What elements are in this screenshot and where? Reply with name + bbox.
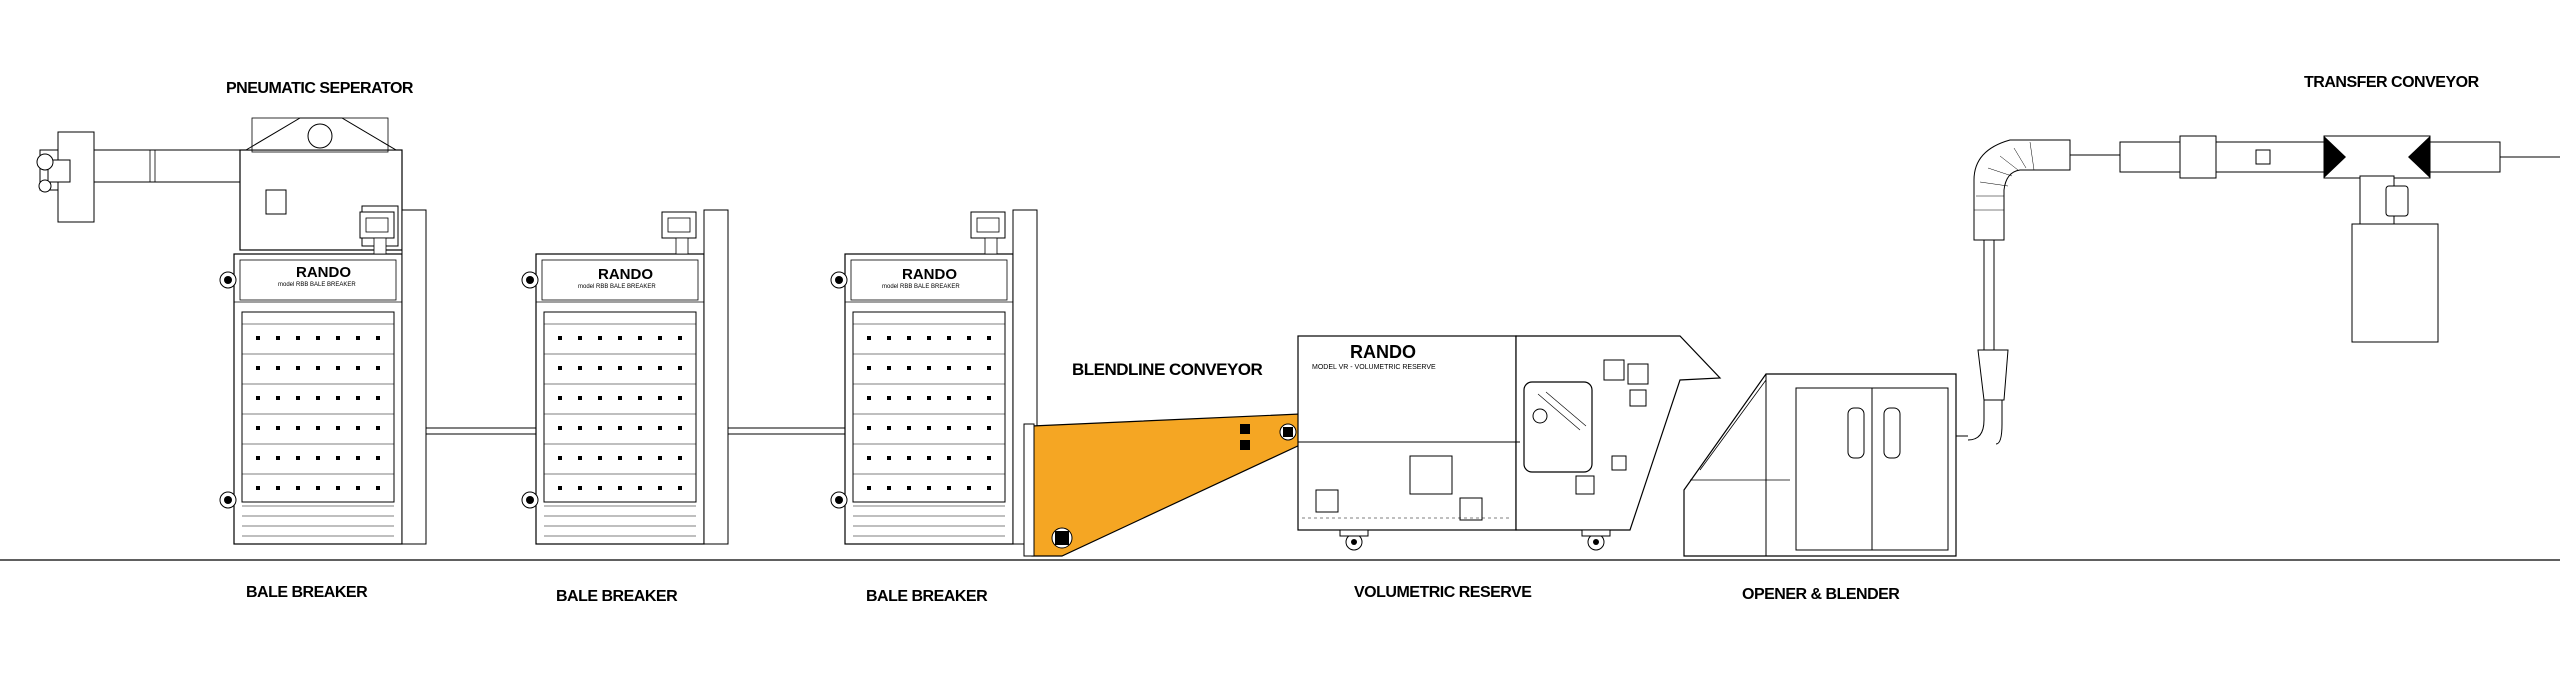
bale-breaker-2-brand: RANDO (598, 266, 653, 283)
bale-breaker-1-drawing (219, 209, 427, 545)
volumetric-reserve-brand: RANDO (1350, 342, 1416, 362)
blendline-conveyor (1023, 413, 1303, 557)
opener-blender (1683, 373, 1968, 557)
bale-breaker-3-brand: RANDO (902, 266, 957, 283)
bale-breaker-2-drawing (521, 209, 729, 545)
bale-breaker-2-label: BALE BREAKER (556, 588, 678, 605)
separator-fan (36, 131, 240, 223)
bale-breaker-1-brand: RANDO (296, 264, 351, 281)
opener-blender-label: OPENER & BLENDER (1742, 586, 1900, 603)
transfer-duct (1967, 139, 2071, 445)
bale-breaker-3-model: model RBB BALE BREAKER (882, 284, 960, 290)
bale-breaker-2-model: model RBB BALE BREAKER (578, 284, 656, 290)
blendline-conveyor-label: BLENDLINE CONVEYOR (1072, 360, 1263, 379)
volumetric-reserve-model: MODEL VR - VOLUMETRIC RESERVE (1312, 364, 1436, 371)
bale-breaker-1-label: BALE BREAKER (246, 584, 368, 601)
bale-breaker-3-label: BALE BREAKER (866, 588, 988, 605)
transfer-conveyor-label: TRANSFER CONVEYOR (2304, 74, 2479, 91)
bale-breaker-1-model: model RBB BALE BREAKER (278, 282, 356, 288)
volumetric-reserve (1297, 335, 1722, 551)
pneumatic-separator-label: PNEUMATIC SEPERATOR (226, 80, 413, 97)
volumetric-reserve-label: VOLUMETRIC RESERVE (1354, 584, 1532, 601)
transfer-conveyor (2070, 135, 2560, 343)
bale-breaker-3-drawing (830, 209, 1038, 545)
